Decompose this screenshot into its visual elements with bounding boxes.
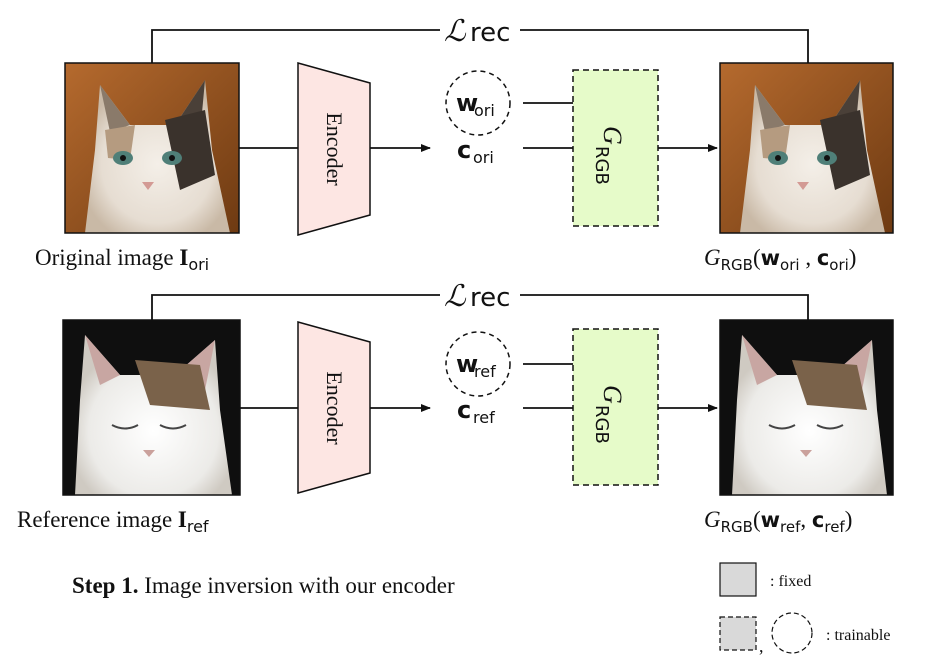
legend-trainable-circle [771, 612, 813, 654]
legend-fixed-swatch [719, 562, 757, 597]
latent-c-symbol: c [457, 396, 471, 424]
loss-subscript: rec [470, 283, 510, 313]
row-reference: ℒ rec Encoder w ref c ref G RGB [17, 280, 894, 536]
encoder-label: Encoder [322, 371, 347, 445]
legend-trainable-label: : trainable [826, 627, 890, 644]
latent-c-symbol: c [457, 136, 471, 164]
latent-c-subscript: ref [473, 408, 495, 427]
encoder-label: Encoder [322, 112, 347, 186]
generator-block [572, 69, 659, 227]
latent-w-symbol: w [456, 350, 478, 378]
output-caption: GRGB(wref, cref) [704, 507, 852, 536]
generator-symbol: G [598, 126, 627, 145]
row-original: ℒ rec Encoder w ori c ori [35, 15, 894, 274]
latent-w-subscript: ori [474, 101, 495, 120]
generator-block [572, 328, 659, 486]
loss-symbol: ℒ [444, 15, 467, 48]
loss-bracket [151, 29, 809, 63]
step-caption: Step 1. Image inversion with our encoder [72, 573, 455, 598]
encoder-block [297, 62, 371, 236]
legend-comma: , [759, 636, 764, 656]
generator-subscript: RGB [591, 146, 612, 185]
input-image-original [64, 62, 240, 234]
latent-w-node [445, 331, 511, 397]
output-image-original [719, 62, 894, 234]
loss-symbol: ℒ [444, 280, 467, 313]
latent-c-subscript: ori [473, 148, 494, 167]
legend-trainable-swatch [719, 616, 757, 651]
latent-w-symbol: w [456, 89, 478, 117]
latent-w-node [445, 70, 511, 136]
loss-bracket [151, 294, 809, 320]
input-caption: Reference image Iref [17, 507, 209, 536]
legend-fixed-label: : fixed [770, 573, 811, 590]
loss-subscript: rec [470, 18, 510, 48]
output-image-reference [719, 319, 894, 496]
output-caption: GRGB(wori , cori) [704, 245, 856, 274]
legend: : fixed , : trainable [719, 562, 890, 656]
generator-symbol: G [598, 385, 627, 404]
encoder-block [297, 321, 371, 494]
input-caption: Original image Iori [35, 245, 209, 274]
generator-subscript: RGB [591, 405, 612, 444]
input-image-reference [62, 319, 241, 496]
latent-w-subscript: ref [474, 362, 496, 381]
